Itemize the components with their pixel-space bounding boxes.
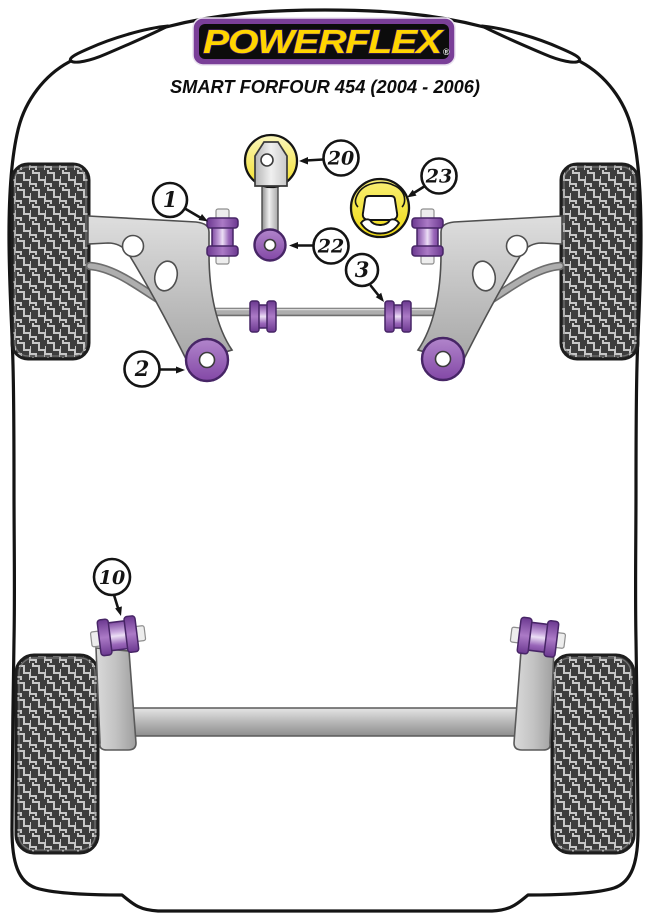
- arm-lightening-hole: [505, 234, 529, 258]
- callout-2-badge: [123, 350, 161, 388]
- brand-text: POWERFLEX: [203, 23, 445, 60]
- svg-text:20: 20: [327, 148, 354, 170]
- front-lower-arm-left: [87, 215, 234, 364]
- svg-text:23: 23: [425, 166, 452, 188]
- lower-engine-mount-insert: [349, 177, 411, 239]
- svg-text:1: 1: [163, 187, 178, 212]
- registered-trademark-mark: ®: [443, 47, 450, 57]
- rear-beam-mount-bush-left: [89, 615, 147, 657]
- anti-roll-bar-bush-left: [249, 300, 277, 333]
- callout-20-badge: [322, 139, 360, 177]
- rear-beam-mount-bush-right: [509, 616, 567, 658]
- tire-front-left: [10, 162, 91, 361]
- car-body-outline: [7, 8, 643, 913]
- callout-22: 22: [289, 227, 350, 265]
- powerflex-logo: POWERFLEX ®: [192, 17, 456, 66]
- wing-mirror-right: [480, 24, 582, 64]
- callout-1-badge: [151, 181, 189, 219]
- callout-23-badge: [420, 157, 458, 195]
- rear-axle-beam: [117, 707, 533, 737]
- rear-trailing-arm-right: [513, 647, 555, 751]
- rear-trailing-arm-left: [95, 647, 137, 751]
- arm-lightening-hole: [471, 260, 497, 292]
- arm-lightening-hole: [153, 260, 179, 292]
- callout-3: 3: [344, 252, 384, 302]
- front-arm-front-bush-right: [411, 208, 444, 265]
- callout-23: 23: [407, 157, 458, 198]
- tire-rear-left: [14, 653, 100, 855]
- svg-text:22: 22: [317, 236, 344, 258]
- svg-text:2: 2: [134, 356, 150, 381]
- arm-lightening-hole: [121, 234, 145, 258]
- engine-mount-bracket-hole: [260, 153, 274, 167]
- callout-22-badge: [312, 227, 350, 265]
- front-arm-rear-bush-right: [420, 336, 466, 382]
- front-arm-front-bush-left: [206, 208, 239, 265]
- callout-20: 20: [299, 139, 360, 177]
- callout-10-badge: [92, 557, 132, 597]
- svg-text:3: 3: [355, 257, 370, 282]
- callout-3-badge: [344, 252, 380, 288]
- anti-roll-bar-bush-right: [384, 300, 412, 333]
- svg-text:10: 10: [99, 567, 125, 589]
- logo-background: [199, 24, 449, 59]
- tire-rear-right: [550, 653, 636, 855]
- callout-2: 2: [123, 350, 185, 388]
- wing-mirror-left: [68, 24, 170, 64]
- engine-mount-link-rod: [261, 182, 279, 232]
- front-arm-rear-bush-left: [184, 337, 230, 383]
- callout-10: 10: [92, 557, 132, 616]
- tire-front-right: [559, 162, 640, 361]
- callout-1: 1: [151, 181, 208, 222]
- engine-mount-assembly: [243, 133, 299, 262]
- vehicle-subtitle: SMART FORFOUR 454 (2004 - 2006): [170, 76, 480, 97]
